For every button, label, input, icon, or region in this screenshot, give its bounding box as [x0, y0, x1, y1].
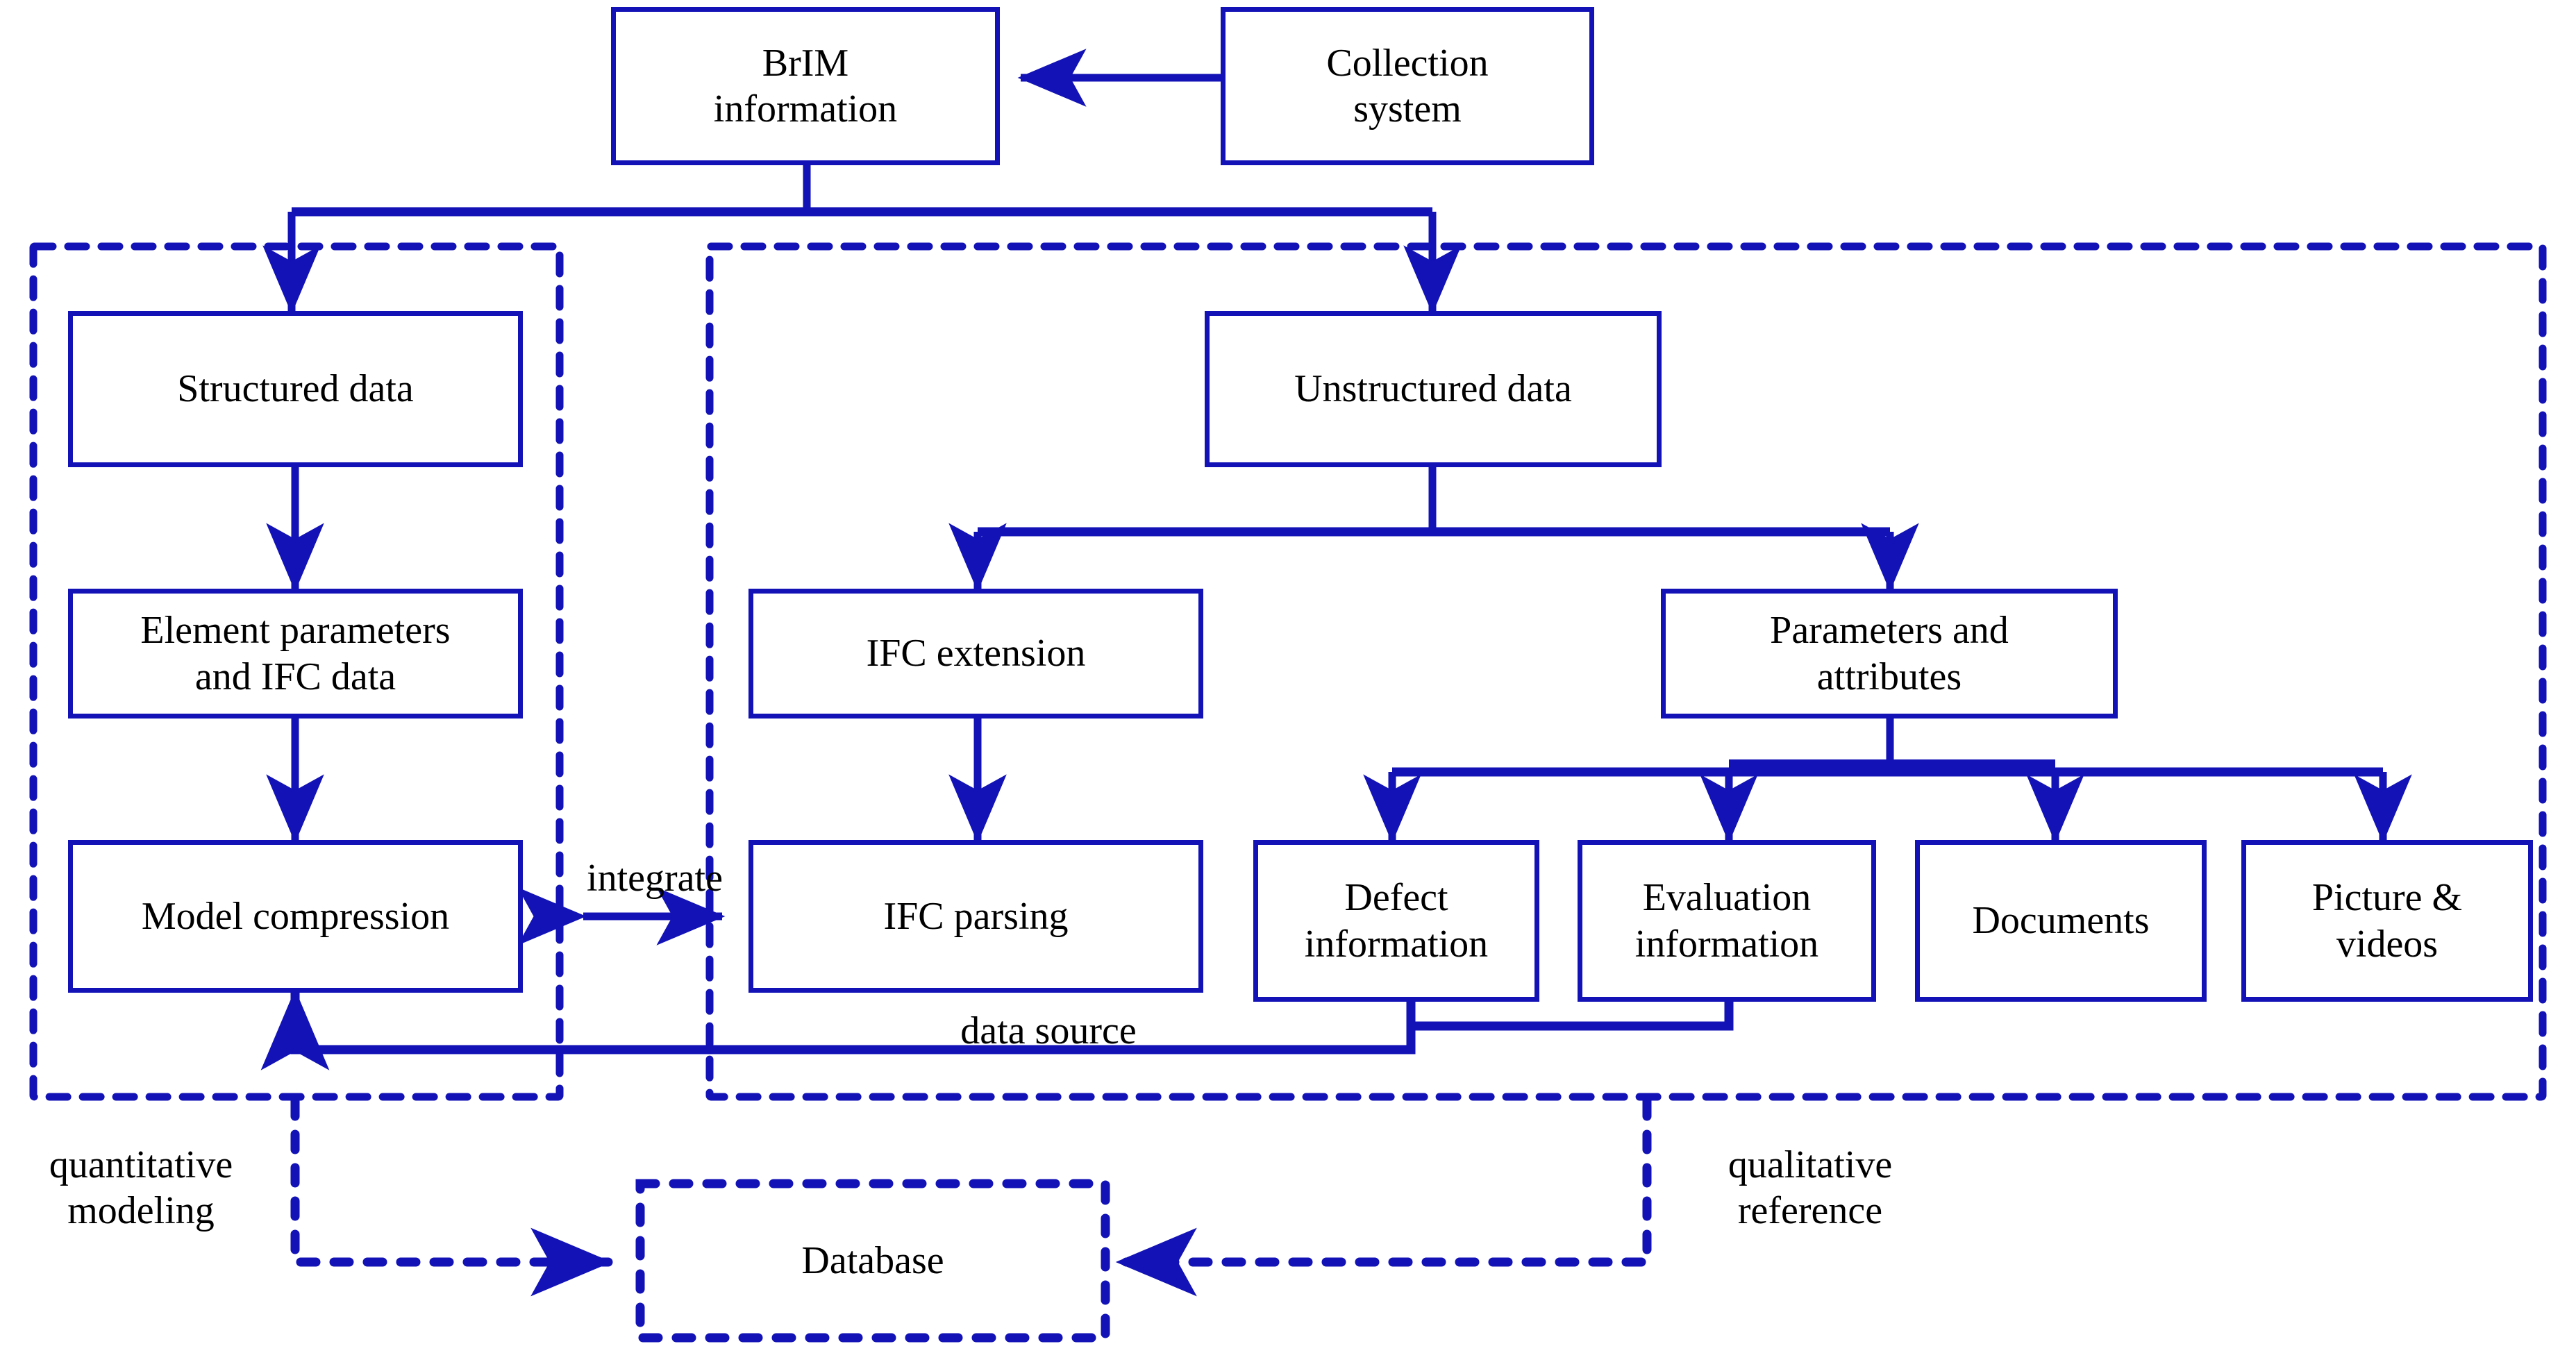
node-element-parameters-label: Element parameters and IFC data	[140, 609, 451, 698]
node-documents[interactable]: Documents	[1915, 840, 2207, 1002]
node-brim-information[interactable]: BrIM information	[611, 7, 1000, 165]
node-evaluation-information[interactable]: Evaluation information	[1578, 840, 1876, 1002]
edge-qualitative-to-database	[1114, 1096, 1652, 1297]
node-model-compression-label: Model compression	[141, 894, 450, 938]
node-ifc-parsing[interactable]: IFC parsing	[748, 840, 1203, 993]
node-parameters-attributes[interactable]: Parameters and attributes	[1661, 589, 2118, 718]
group-qualitative-box	[705, 242, 2547, 1101]
node-collection-system-label: Collection system	[1326, 41, 1489, 131]
node-ifc-parsing-label: IFC parsing	[883, 894, 1069, 938]
node-parameters-attributes-label: Parameters and attributes	[1770, 609, 2009, 698]
node-unstructured-data-label: Unstructured data	[1294, 367, 1572, 411]
node-evaluation-information-label: Evaluation information	[1634, 876, 1819, 966]
node-defect-information[interactable]: Defect information	[1253, 840, 1539, 1002]
node-model-compression[interactable]: Model compression	[68, 840, 523, 993]
node-documents-label: Documents	[1972, 899, 2150, 943]
edge-evaluation-join	[1411, 1002, 1734, 1031]
node-structured-data-label: Structured data	[177, 367, 414, 411]
node-structured-data[interactable]: Structured data	[68, 311, 523, 467]
node-database[interactable]: Database	[640, 1184, 1105, 1338]
database-box-outline	[635, 1179, 1110, 1343]
node-ifc-extension[interactable]: IFC extension	[748, 589, 1203, 718]
node-defect-information-label: Defect information	[1304, 876, 1489, 966]
node-picture-videos-label: Picture & videos	[2311, 876, 2463, 966]
label-qualitative-reference: qualitative reference	[1728, 1143, 1893, 1233]
label-data-source: data source	[960, 1009, 1137, 1052]
node-element-parameters[interactable]: Element parameters and IFC data	[68, 589, 523, 718]
node-picture-videos[interactable]: Picture & videos	[2241, 840, 2533, 1002]
node-brim-information-label: BrIM information	[713, 41, 898, 131]
node-collection-system[interactable]: Collection system	[1221, 7, 1594, 165]
edge-quantitative-to-database	[290, 1096, 613, 1297]
node-ifc-extension-label: IFC extension	[866, 632, 1086, 675]
label-quantitative-modeling: quantitative modeling	[49, 1143, 233, 1233]
node-unstructured-data[interactable]: Unstructured data	[1205, 311, 1662, 467]
edge-datasource-to-model	[260, 989, 1416, 1070]
node-database-label: Database	[801, 1239, 944, 1282]
label-integrate: integrate	[587, 857, 723, 900]
